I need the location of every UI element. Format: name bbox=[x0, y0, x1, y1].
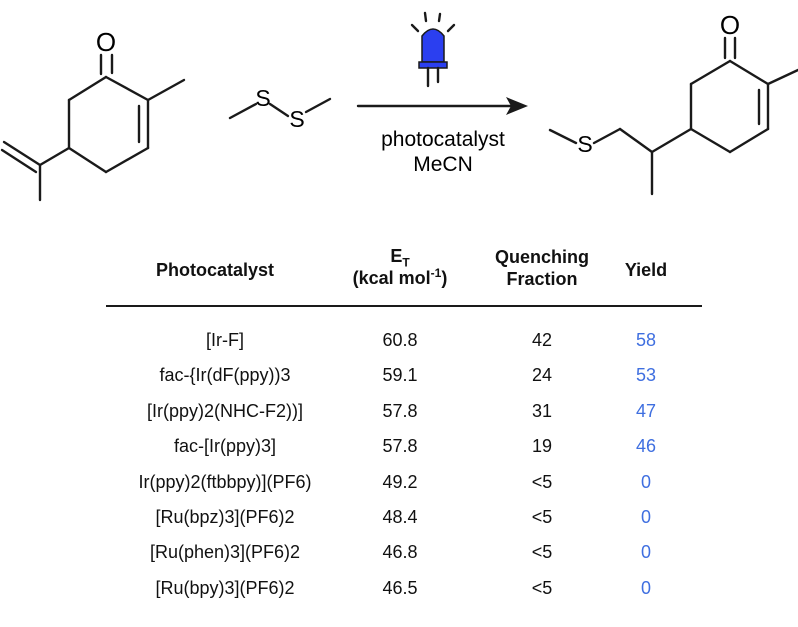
product-oxygen-label: O bbox=[720, 10, 740, 40]
reactant-carvone-structure: O bbox=[0, 27, 186, 202]
header-quenching-line1: Quenching bbox=[495, 247, 589, 267]
header-et: ET (kcal mol-1) bbox=[334, 245, 466, 289]
cell-yield: 0 bbox=[640, 578, 651, 598]
conditions-photocatalyst: photocatalyst bbox=[381, 128, 505, 151]
cell-quenching: <5 bbox=[531, 578, 553, 598]
cell-catalyst: [Ru(bpy)3](PF6)2 bbox=[155, 578, 295, 598]
cell-quenching: 31 bbox=[531, 401, 553, 421]
reaction-scheme: O S S photocatalyst MeCN bbox=[0, 10, 798, 202]
header-et-unit: (kcal mol bbox=[352, 268, 431, 288]
conditions-solvent: MeCN bbox=[413, 153, 473, 176]
cell-quenching: <5 bbox=[531, 507, 553, 527]
header-et-unit-exponent: -1 bbox=[430, 266, 442, 280]
cell-catalyst: [Ir-F] bbox=[206, 330, 244, 350]
cell-et: 60.8 bbox=[382, 330, 418, 350]
cell-yield: 0 bbox=[640, 507, 651, 527]
blue-led-icon bbox=[410, 11, 456, 88]
product-structure: S O bbox=[548, 10, 798, 196]
cell-catalyst: [Ru(phen)3](PF6)2 bbox=[149, 542, 301, 562]
cell-et: 59.1 bbox=[382, 365, 418, 385]
cell-yield: 58 bbox=[635, 330, 657, 350]
cell-et: 46.8 bbox=[382, 542, 418, 562]
cell-et: 57.8 bbox=[382, 436, 418, 456]
cell-quenching: 42 bbox=[531, 330, 553, 350]
cell-et: 48.4 bbox=[382, 507, 418, 527]
cell-quenching: <5 bbox=[531, 472, 553, 492]
cell-yield: 53 bbox=[635, 365, 657, 385]
header-quenching-fraction: Quenching Fraction bbox=[478, 246, 606, 290]
cell-yield: 0 bbox=[640, 472, 651, 492]
reaction-arrow bbox=[356, 97, 528, 115]
cell-catalyst: [Ru(bpz)3](PF6)2 bbox=[155, 507, 295, 527]
cell-catalyst: [Ir(ppy)2(NHC-F2))] bbox=[147, 401, 303, 421]
cell-yield: 0 bbox=[640, 542, 651, 562]
header-et-unit-close: ) bbox=[441, 268, 448, 288]
cell-catalyst: fac-{Ir(dF(ppy))3 bbox=[159, 365, 291, 385]
cell-et: 49.2 bbox=[382, 472, 418, 492]
header-photocatalyst: Photocatalyst bbox=[155, 260, 275, 280]
cell-yield: 47 bbox=[635, 401, 657, 421]
header-et-symbol: E bbox=[390, 246, 403, 266]
header-quenching-line2: Fraction bbox=[506, 269, 578, 289]
cell-quenching: 24 bbox=[531, 365, 553, 385]
cell-et: 57.8 bbox=[382, 401, 418, 421]
table-header-rule bbox=[106, 305, 702, 307]
cell-quenching: 19 bbox=[531, 436, 553, 456]
product-sulfur-label: S bbox=[577, 131, 592, 157]
cell-quenching: <5 bbox=[531, 542, 553, 562]
cell-yield: 46 bbox=[635, 436, 657, 456]
cell-catalyst: Ir(ppy)2(ftbbpy)](PF6) bbox=[138, 472, 312, 492]
reagent-sulfur-1-label: S bbox=[255, 85, 270, 111]
cell-et: 46.5 bbox=[382, 578, 418, 598]
reactant-oxygen-label: O bbox=[96, 27, 116, 57]
reagent-dimethyl-disulfide-structure: S S bbox=[228, 85, 332, 132]
cell-catalyst: fac-[Ir(ppy)3] bbox=[173, 436, 277, 456]
reagent-sulfur-2-label: S bbox=[289, 106, 304, 132]
header-yield: Yield bbox=[624, 260, 668, 280]
header-et-subscript: T bbox=[402, 255, 410, 270]
